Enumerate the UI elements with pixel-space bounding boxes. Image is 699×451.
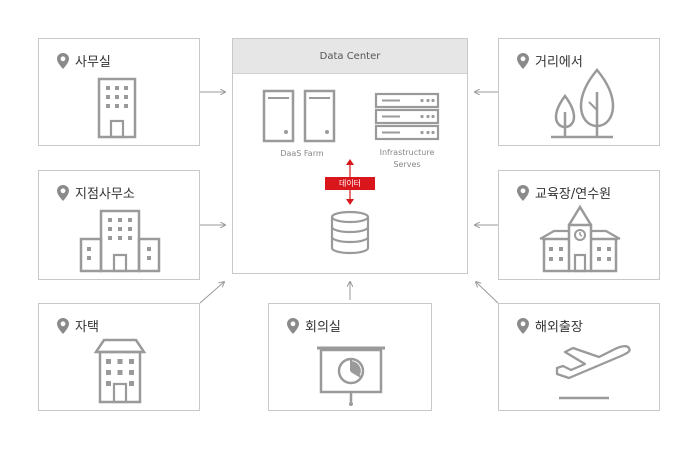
location-pin-icon [57,184,69,201]
location-label-branch: 지점사무소 [75,187,135,202]
office-building-icon [97,77,137,139]
infrastructure-label-line2: Serves [393,160,421,169]
location-pin-icon [517,317,529,334]
home-building-icon [94,338,146,404]
location-branch: 지점사무소 [38,170,200,280]
location-pin-icon [57,52,69,69]
location-label-meeting: 회의실 [305,320,341,335]
database-icon [330,210,370,255]
arrow-overseas [476,282,499,304]
location-street: 거리에서 [498,38,660,146]
branch-building-icon [79,209,161,273]
daas-farm-icon [262,89,336,143]
daas-farm-label: DaaS Farm [280,149,324,158]
location-office: 사무실 [38,38,200,146]
location-training: 교육장/연수원 [498,170,660,280]
infrastructure-label-line1: Infrastructure [379,148,435,157]
data-center-box: Data Center [232,38,468,274]
location-pin-icon [287,317,299,334]
infrastructure-label: Infrastructure Serves [372,147,442,171]
arrow-home [199,282,224,304]
location-pin-icon [517,52,529,69]
infrastructure-server-icon [374,92,440,141]
location-overseas: 해외출장 [498,303,660,411]
location-meeting: 회의실 [268,303,432,411]
location-label-overseas: 해외출장 [535,320,583,335]
location-label-home: 자택 [75,320,99,335]
airplane-takeoff-icon [555,345,631,400]
location-home: 자택 [38,303,200,411]
location-label-training: 교육장/연수원 [535,187,612,202]
presentation-board-icon [317,346,385,406]
location-pin-icon [57,317,69,334]
location-label-street: 거리에서 [535,55,583,70]
school-building-icon [539,204,621,273]
location-label-office: 사무실 [75,55,111,70]
data-center-title: Data Center [233,39,467,74]
data-tag: 데이터 [325,177,375,190]
location-pin-icon [517,184,529,201]
tree-icon [551,68,615,139]
